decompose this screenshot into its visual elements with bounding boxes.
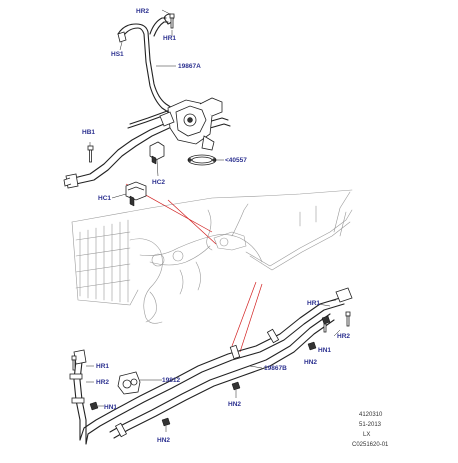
label-hn2-right: HN2 xyxy=(304,359,317,366)
pipe-assembly-19867a xyxy=(63,13,231,189)
label-40557: <40557 xyxy=(225,157,247,164)
label-hr2-right: HR2 xyxy=(337,333,350,340)
part-labels: HR2 HR1 HS1 19867A HB1 HC2 <40557 HC1 HR… xyxy=(82,8,350,444)
nut-hn2-bottom xyxy=(161,417,171,432)
bolt-hr-left xyxy=(71,355,77,371)
bolt-hr-top xyxy=(161,9,175,36)
bolt-hb1 xyxy=(87,142,94,163)
footer-ref: C0251620-01 xyxy=(352,442,389,448)
label-hn1-left: HN1 xyxy=(104,404,117,411)
label-hr1-right: HR1 xyxy=(307,300,320,307)
nut-hn1-right xyxy=(321,315,331,333)
ghost-vehicle-structure xyxy=(71,189,353,324)
label-19867b: 19867B xyxy=(264,365,287,372)
sensor-hc2 xyxy=(149,141,165,177)
label-hb1: HB1 xyxy=(82,129,95,136)
clip-hs1 xyxy=(117,31,127,51)
gasket-40557 xyxy=(187,154,217,166)
label-19812: 19812 xyxy=(162,377,180,384)
valve-block xyxy=(159,97,223,151)
nut-hn1-left xyxy=(89,401,104,411)
label-19867a: 19867A xyxy=(178,63,201,70)
footer-model: LX xyxy=(363,432,370,438)
label-hr2-top: HR2 xyxy=(136,8,149,15)
label-hc2: HC2 xyxy=(152,179,165,186)
label-hr1-left: HR1 xyxy=(96,363,109,370)
callout-lines xyxy=(125,183,263,353)
label-hs1: HS1 xyxy=(111,51,124,58)
leader-lines xyxy=(86,65,341,383)
label-hn2-bottom: HN2 xyxy=(157,437,170,444)
footer-reference: 4120310 51-2013 LX C0251620-01 xyxy=(352,412,389,448)
nut-hn2-mid xyxy=(231,381,241,398)
sensor-hc1 xyxy=(111,181,147,207)
label-hn2-mid: HN2 xyxy=(228,401,241,408)
bolt-hr-right xyxy=(325,299,351,327)
label-hc1: HC1 xyxy=(98,195,111,202)
footer-code: 4120310 xyxy=(359,412,383,418)
pipe-assembly-19867b xyxy=(69,287,353,445)
clamp-19812 xyxy=(117,371,162,395)
label-hr1-top: HR1 xyxy=(163,35,176,42)
nut-hn2-right xyxy=(307,341,317,351)
footer-date: 51-2013 xyxy=(359,422,382,428)
label-hn1-right: HN1 xyxy=(318,347,331,354)
label-hr2-left: HR2 xyxy=(96,379,109,386)
